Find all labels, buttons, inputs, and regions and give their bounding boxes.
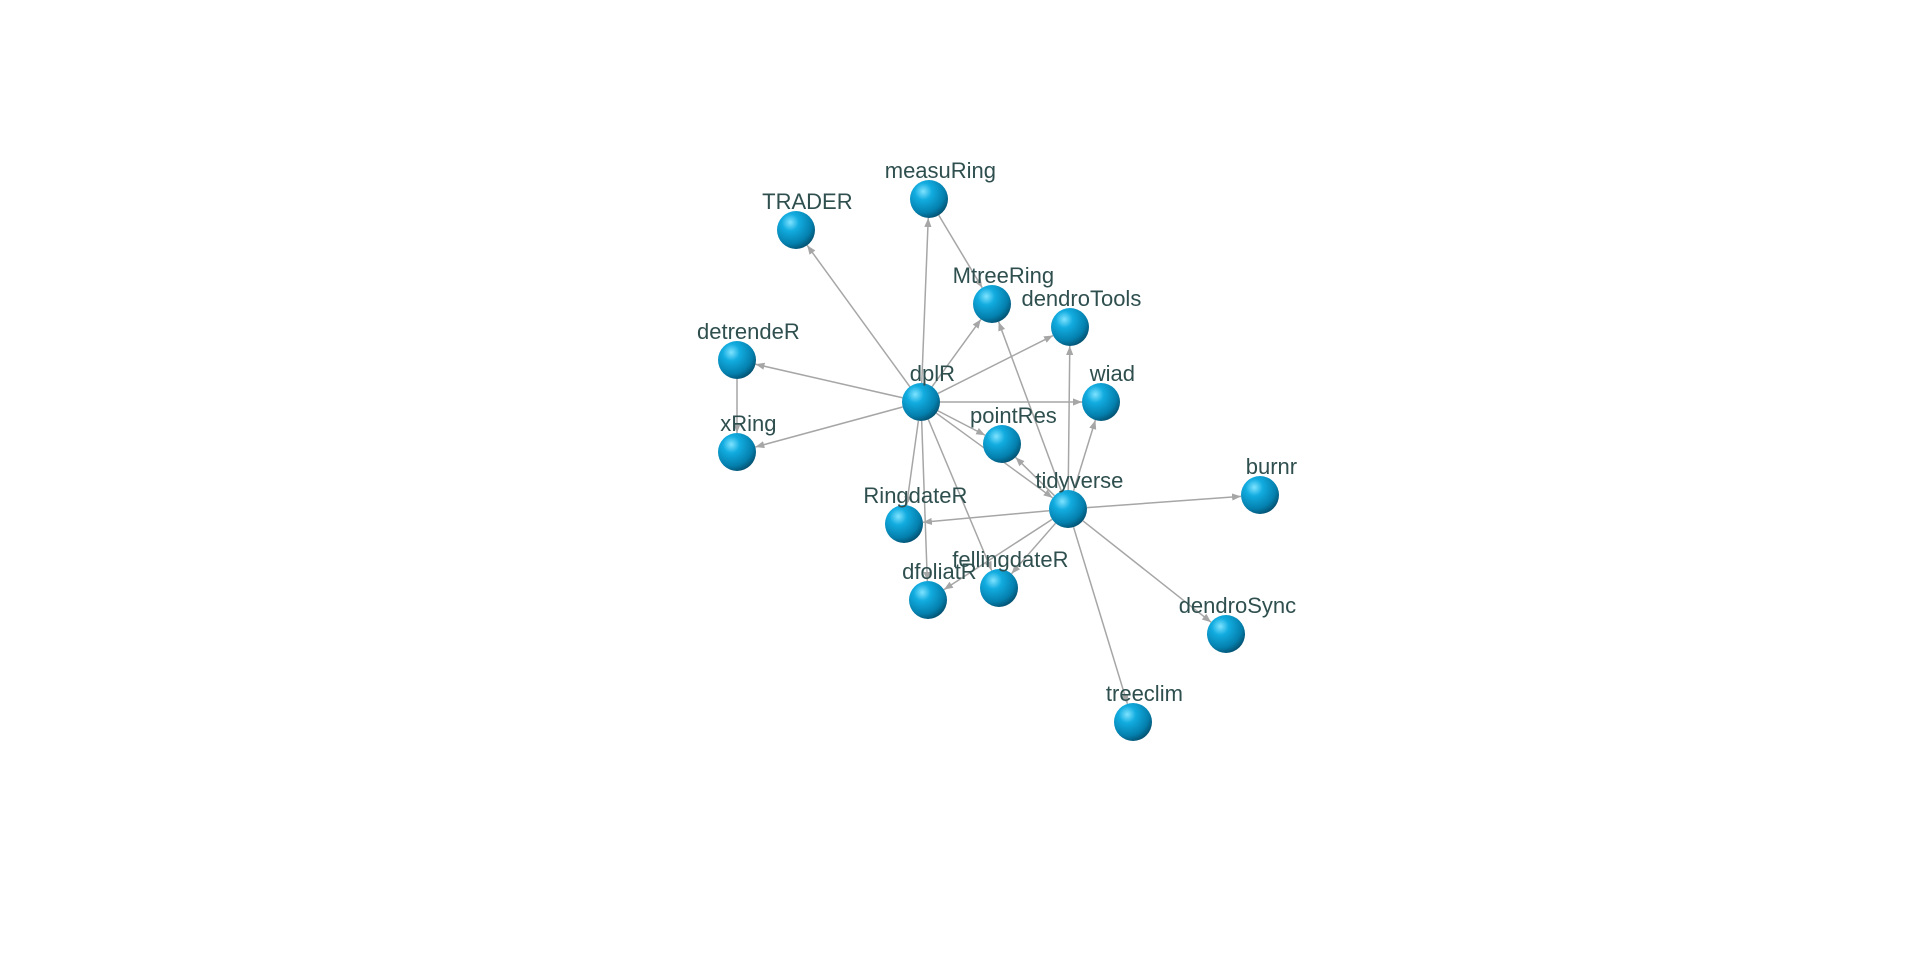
node-label: burnr xyxy=(1246,454,1297,479)
node-sphere[interactable] xyxy=(1114,703,1152,741)
edge-tidyverse-dendroTools xyxy=(1066,345,1074,491)
edge-measuRing-MtreeRing xyxy=(938,214,983,289)
node-label: dendroTools xyxy=(1021,286,1141,311)
node-label: dfoliatR xyxy=(902,559,977,584)
node-TRADER[interactable]: TRADER xyxy=(762,189,853,249)
node-label: wiad xyxy=(1089,361,1135,386)
node-label: fellingdateR xyxy=(952,547,1068,572)
node-sphere[interactable] xyxy=(973,285,1011,323)
node-dendroSync[interactable]: dendroSync xyxy=(1179,593,1296,653)
node-sphere[interactable] xyxy=(902,383,940,421)
edge-dplR-measuRing xyxy=(920,217,932,384)
node-detrendeR[interactable]: detrendeR xyxy=(697,319,800,379)
node-sphere[interactable] xyxy=(885,505,923,543)
node-label: dplR xyxy=(910,361,955,386)
node-label: TRADER xyxy=(762,189,852,214)
node-label: measuRing xyxy=(885,158,996,183)
edge-dplR-xRing xyxy=(755,406,903,449)
edge-tidyverse-fellingdateR xyxy=(1010,522,1057,575)
node-tidyverse[interactable]: tidyverse xyxy=(1035,468,1123,528)
edge-dplR-pointRes xyxy=(937,410,986,436)
node-sphere[interactable] xyxy=(1051,308,1089,346)
node-measuRing[interactable]: measuRing xyxy=(885,158,996,218)
node-xRing[interactable]: xRing xyxy=(718,411,777,471)
node-sphere[interactable] xyxy=(910,180,948,218)
node-label: detrendeR xyxy=(697,319,800,344)
node-sphere[interactable] xyxy=(980,569,1018,607)
node-dplR[interactable]: dplR xyxy=(902,361,955,421)
node-sphere[interactable] xyxy=(777,211,815,249)
node-sphere[interactable] xyxy=(983,425,1021,463)
node-label: pointRes xyxy=(970,403,1057,428)
node-label: treeclim xyxy=(1106,681,1183,706)
node-label: RingdateR xyxy=(863,483,967,508)
edge-tidyverse-RingdateR xyxy=(922,509,1050,526)
node-MtreeRing[interactable]: MtreeRing xyxy=(953,263,1054,323)
edge-dplR-MtreeRing xyxy=(931,318,982,388)
node-sphere[interactable] xyxy=(1049,490,1087,528)
node-pointRes[interactable]: pointRes xyxy=(970,403,1057,463)
node-label: dendroSync xyxy=(1179,593,1296,618)
edge-dplR-detrendeR xyxy=(755,362,903,399)
node-sphere[interactable] xyxy=(718,341,756,379)
node-dfoliatR[interactable]: dfoliatR xyxy=(902,559,977,619)
node-wiad[interactable]: wiad xyxy=(1082,361,1135,421)
node-label: tidyverse xyxy=(1035,468,1123,493)
edge-dplR-RingdateR xyxy=(904,420,920,506)
node-sphere[interactable] xyxy=(1241,476,1279,514)
edge-tidyverse-dendroSync xyxy=(1082,520,1212,623)
edge-tidyverse-burnr xyxy=(1086,493,1242,509)
edge-tidyverse-wiad xyxy=(1072,419,1097,492)
edge-dplR-dfoliatR xyxy=(920,420,931,582)
node-label: MtreeRing xyxy=(953,263,1054,288)
edge-tidyverse-treeclim xyxy=(1072,526,1129,705)
edge-tidyverse-pointRes xyxy=(1015,456,1055,497)
edge-tidyverse-MtreeRing xyxy=(997,321,1063,492)
node-sphere[interactable] xyxy=(1207,615,1245,653)
node-label: xRing xyxy=(720,411,776,436)
node-burnr[interactable]: burnr xyxy=(1241,454,1297,514)
edges-layer xyxy=(733,214,1242,705)
node-RingdateR[interactable]: RingdateR xyxy=(863,483,967,543)
node-sphere[interactable] xyxy=(1082,383,1120,421)
node-treeclim[interactable]: treeclim xyxy=(1106,681,1183,741)
node-dendroTools[interactable]: dendroTools xyxy=(1021,286,1141,346)
node-sphere[interactable] xyxy=(909,581,947,619)
node-fellingdateR[interactable]: fellingdateR xyxy=(952,547,1068,607)
edge-tidyverse-dfoliatR xyxy=(943,518,1053,591)
node-sphere[interactable] xyxy=(718,433,756,471)
edge-dplR-fellingdateR xyxy=(927,419,993,571)
edge-dplR-TRADER xyxy=(806,244,911,388)
edge-dplR-dendroTools xyxy=(937,334,1054,395)
